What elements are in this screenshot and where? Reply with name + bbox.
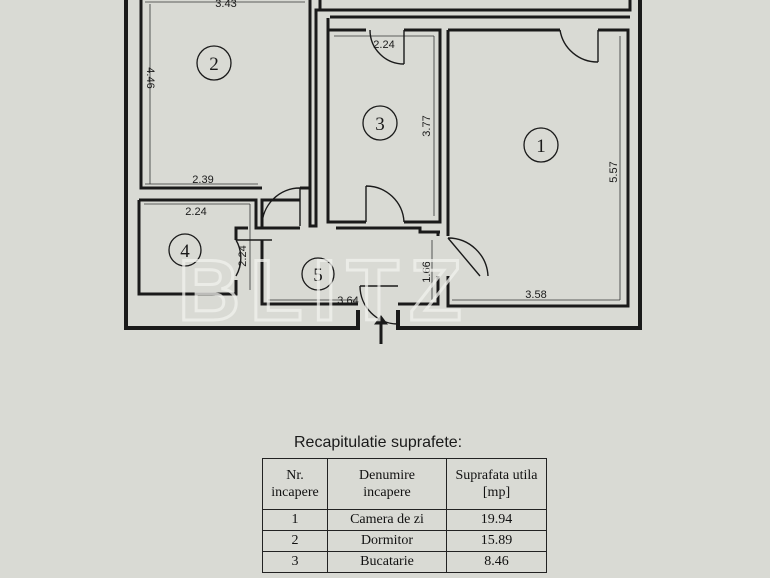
row-nr: 1 (262, 509, 328, 531)
floor-plan: 2 3 1 4 5 3.43 4.46 2.39 2.24 3.77 5.57 … (124, 0, 642, 344)
room-number-5: 5 (313, 265, 323, 286)
doors (235, 29, 599, 325)
row-area: 8.46 (446, 551, 547, 573)
header-nr-line2: incapere (271, 485, 319, 500)
door-entrance (359, 285, 399, 325)
room-circles (168, 45, 559, 291)
header-area: Suprafata utila [mp] (446, 458, 547, 510)
outer-walls (124, 0, 642, 330)
room-number-1: 1 (536, 136, 546, 157)
door-room3-top (369, 29, 405, 65)
door-room1 (447, 237, 489, 277)
dimension-lines (144, 1, 621, 301)
row-nr: 2 (262, 530, 328, 552)
header-area-line1: Suprafata utila (455, 468, 538, 483)
row-name: Bucatarie (327, 551, 447, 573)
room-number-2: 2 (209, 54, 219, 75)
dim-room4-width: 2.24 (185, 206, 206, 218)
summary-title: Recapitulatie suprafete: (294, 434, 463, 451)
header-name-line2: incapere (363, 485, 411, 500)
header-nr-line1: Nr. (286, 468, 304, 483)
interior-walls (137, 0, 632, 308)
header-nr: Nr. incapere (262, 458, 328, 510)
door-room1-top (559, 29, 599, 63)
room-number-4: 4 (180, 241, 190, 262)
dim-room2-bottom: 2.39 (192, 174, 213, 186)
dim-room3-width: 2.24 (373, 39, 394, 51)
dim-room3-height: 3.77 (421, 115, 433, 136)
table-row: 3 Bucatarie 8.46 (262, 551, 547, 573)
dim-room2-height: 4.46 (144, 67, 156, 88)
row-name: Dormitor (327, 530, 447, 552)
header-name-line1: Denumire (359, 468, 415, 483)
dim-hall-height: 1.66 (421, 261, 433, 282)
entrance-arrow-icon (374, 315, 388, 344)
row-area: 15.89 (446, 530, 547, 552)
door-room2 (261, 187, 301, 227)
row-name: Camera de zi (327, 509, 447, 531)
row-nr: 3 (262, 551, 328, 573)
header-name: Denumire incapere (327, 458, 447, 510)
watermark: BLITZ (178, 243, 472, 339)
area-summary-table: Nr. incapere Denumire incapere Suprafata… (262, 458, 547, 573)
row-area: 19.94 (446, 509, 547, 531)
dim-room1-width: 3.58 (525, 289, 546, 301)
table-header-row: Nr. incapere Denumire incapere Suprafata… (262, 458, 547, 510)
dim-hall-width: 3.64 (337, 295, 358, 307)
room-number-3: 3 (375, 114, 385, 135)
dim-room4-height: 2.24 (237, 245, 249, 266)
header-area-line2: [mp] (482, 485, 511, 500)
table-row: 1 Camera de zi 19.94 (262, 509, 547, 531)
table-row: 2 Dormitor 15.89 (262, 530, 547, 552)
dim-top-width-room2: 3.43 (215, 0, 236, 10)
dim-room1-height: 5.57 (608, 161, 620, 182)
door-room3 (365, 185, 405, 223)
door-room4 (235, 239, 272, 277)
